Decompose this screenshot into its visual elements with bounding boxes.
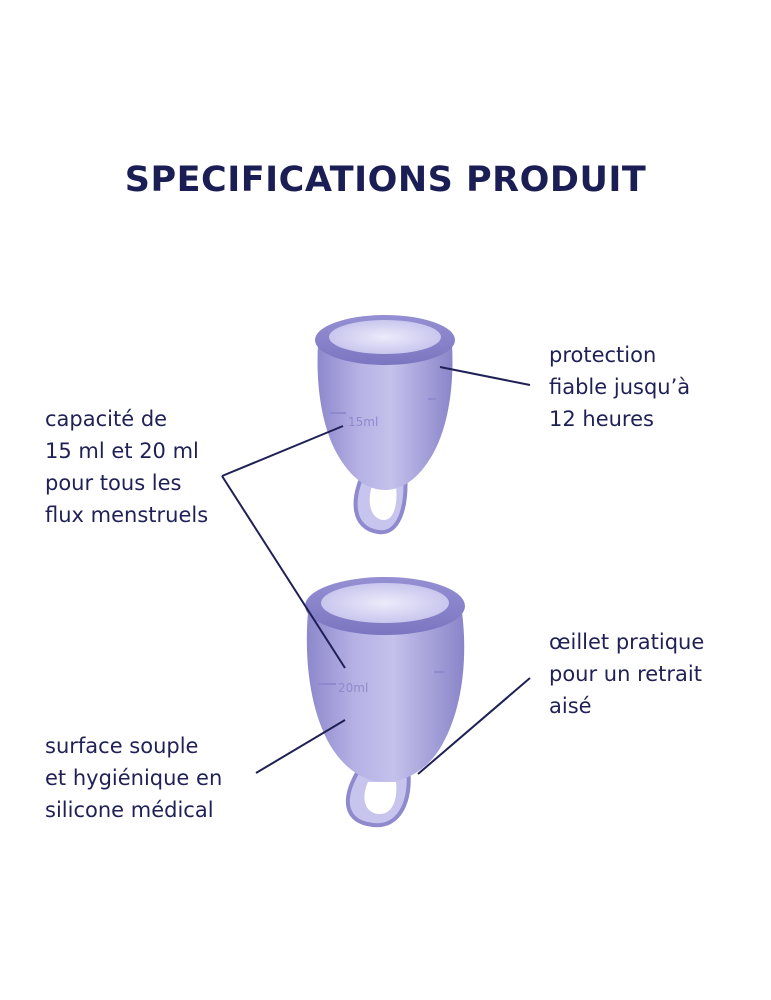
- leader-line-capacity-2: [221, 475, 346, 669]
- eyelet-label: œillet pratique pour un retrait aisé: [549, 630, 705, 718]
- protection-label: protection fiable jusqu’à 12 heures: [549, 343, 691, 431]
- large-cup: 20ml: [305, 577, 465, 828]
- leader-lines: [221, 366, 531, 775]
- leader-line-eyelet: [417, 677, 531, 775]
- large-cup-marking: 20ml: [338, 681, 368, 695]
- capacity-label: capacité de 15 ml et 20 ml pour tous les…: [45, 407, 209, 527]
- leader-line-capacity: [221, 425, 344, 477]
- small-cup: 15ml: [315, 315, 455, 535]
- leader-line-protection: [439, 366, 531, 386]
- small-cup-marking: 15ml: [348, 415, 378, 429]
- surface-label: surface souple et hygiénique en silicone…: [45, 734, 223, 822]
- leader-line-surface: [255, 719, 346, 774]
- page-title: SPECIFICATIONS PRODUIT: [124, 160, 647, 200]
